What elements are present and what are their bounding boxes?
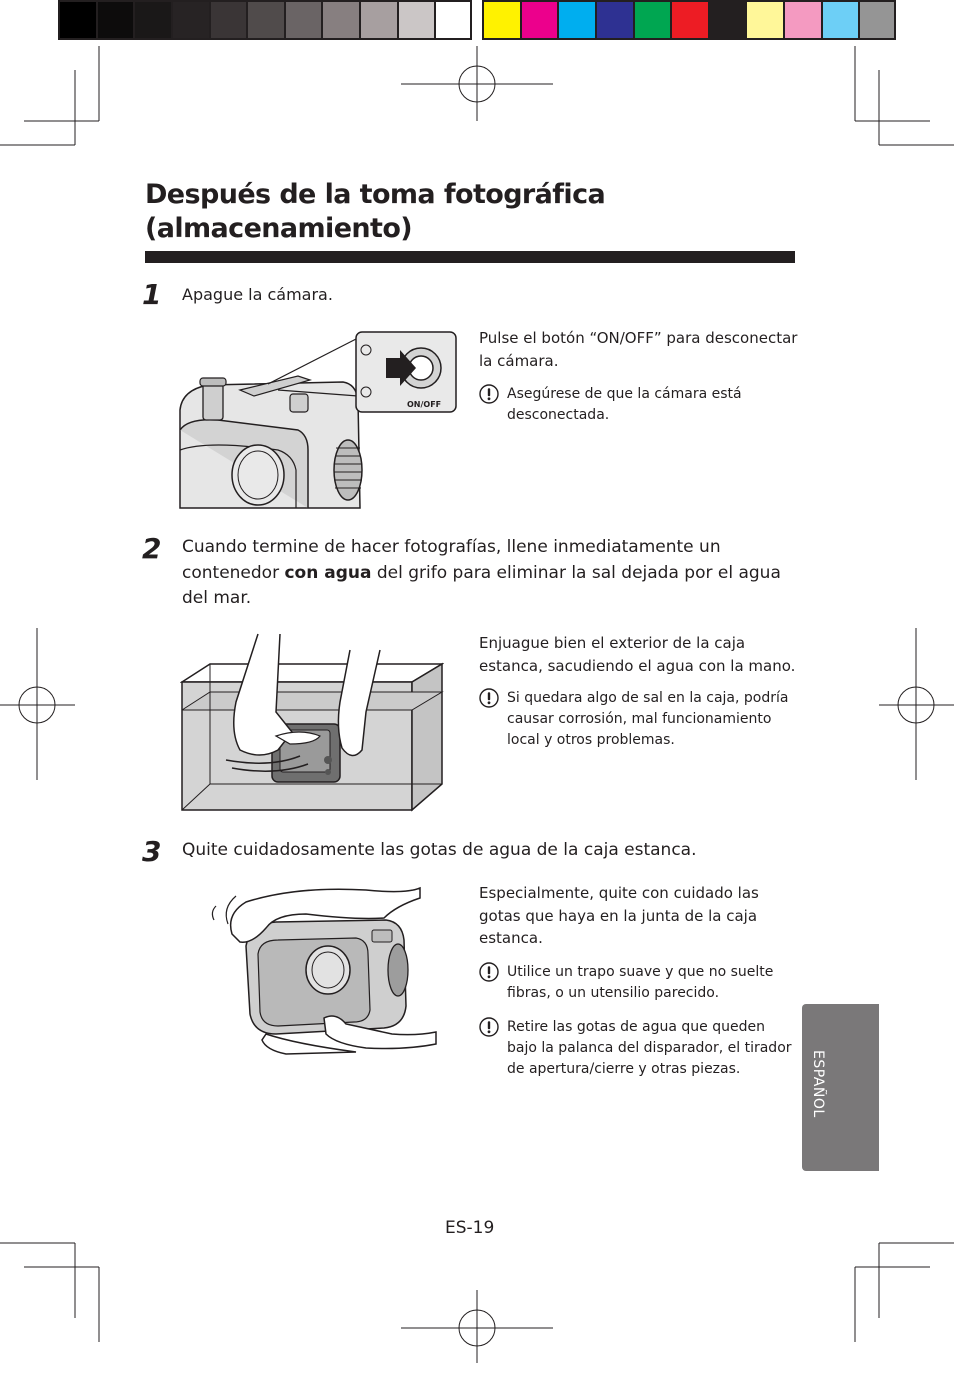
gray-swatch [172,2,211,38]
gray-swatch [285,2,324,38]
step-2-text-bold: con agua [284,562,372,583]
step-2-text-before: Cuando termine de hacer fotografías, lle… [182,537,721,583]
step-3-number: 3 [142,835,162,868]
page-title-line-1: Después de la toma fotográfica [145,179,606,210]
gray-swatch [210,2,249,38]
page-title-line-2: (almacenamiento) [145,213,413,244]
step-3-note-1: Utilice un trapo suave y que no suelte f… [479,962,799,1004]
page-title: Después de la toma fotográfica (almacena… [145,178,606,246]
caution-icon [479,1017,499,1037]
rinse-in-water-illustration [180,633,444,812]
color-swatch [596,2,635,38]
step-2-note: Si quedara algo de sal en la caja, podrí… [479,688,799,751]
page-number: ES-19 [445,1218,495,1238]
gray-swatch [135,2,173,38]
caution-icon [479,962,499,982]
step-3-note-2-text: Retire las gotas de agua que queden bajo… [507,1019,792,1077]
step-2-text: Cuando termine de hacer fotografías, lle… [182,535,792,612]
step-3-note-1-text: Utilice un trapo suave y que no suelte f… [507,964,774,1001]
step-1-description: Pulse el botón “ON/OFF” para desconectar… [479,329,798,370]
color-calibration-bar [482,0,896,40]
color-swatch [709,2,748,38]
color-swatch [785,2,823,38]
color-swatch [747,2,786,38]
step-1-note-text: Asegúrese de que la cámara está desconec… [507,386,742,423]
color-swatch [672,2,710,38]
gray-swatch [398,2,437,38]
gray-swatch [97,2,136,38]
step-1-text: Apague la cámara. [182,285,333,304]
on-off-button-label: ON/OFF [407,400,442,409]
step-2-number: 2 [142,532,162,565]
color-swatch [822,2,861,38]
color-swatch [484,2,522,38]
gray-swatch [248,2,286,38]
language-tab-label: ESPAÑOL [810,1050,826,1118]
step-1-number: 1 [142,278,162,311]
step-2-text-after: del grifo para eliminar la sal dejada po… [182,562,781,609]
gray-swatch [361,2,399,38]
step-3-note-2: Retire las gotas de agua que queden bajo… [479,1017,799,1080]
step-3-text: Quite cuidadosamente las gotas de agua d… [182,840,697,860]
step-3-description: Especialmente, quite con cuidado las got… [479,884,759,947]
gray-calibration-bar [58,0,472,40]
title-rule [145,251,795,263]
color-swatch [559,2,597,38]
camera-power-off-illustration [179,331,457,509]
caution-icon [479,688,499,708]
step-2-description: Enjuague bien el exterior de la caja est… [479,634,796,675]
color-swatch [634,2,673,38]
color-swatch [521,2,560,38]
step-2-note-text: Si quedara algo de sal en la caja, podrí… [507,690,789,748]
gray-swatch [323,2,362,38]
language-tab: ESPAÑOL [802,1004,879,1171]
caution-icon [479,384,499,404]
step-1-note: Asegúrese de que la cámara está desconec… [479,384,799,426]
color-swatch [860,2,895,38]
gray-swatch [436,2,471,38]
gray-swatch [60,2,98,38]
wipe-water-drops-illustration [211,886,437,1055]
